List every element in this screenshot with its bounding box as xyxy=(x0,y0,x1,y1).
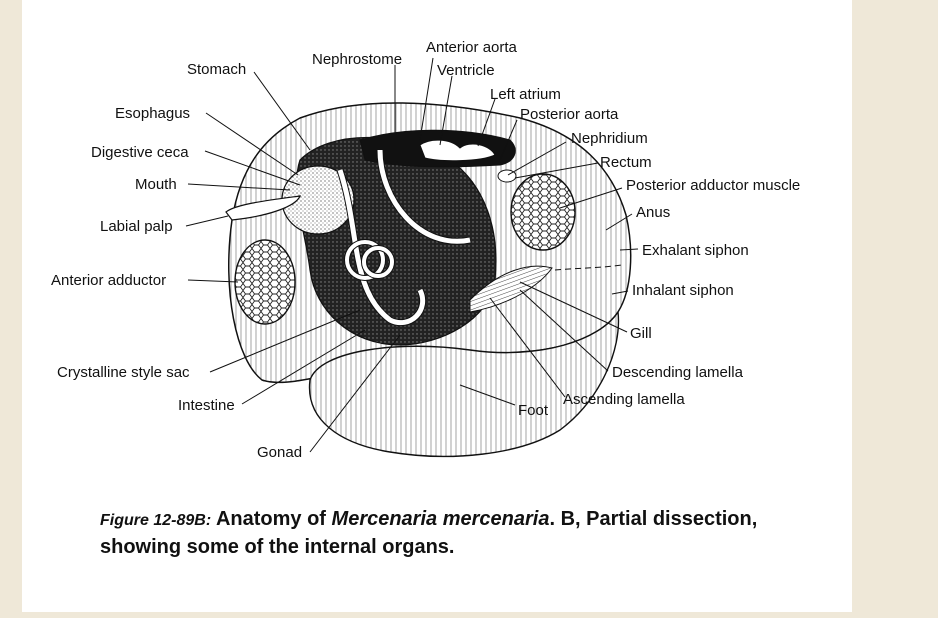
caption-text-after: . B, Partial dissection, showing some of… xyxy=(100,508,758,558)
label-labial-palp: Labial palp xyxy=(100,218,173,235)
label-nephridium: Nephridium xyxy=(571,130,648,147)
label-anterior-aorta: Anterior aorta xyxy=(426,39,518,56)
label-exhalant-siphon: Exhalant siphon xyxy=(642,242,749,259)
siphon-divider xyxy=(554,264,623,271)
label-mouth: Mouth xyxy=(135,176,177,193)
leader-lines xyxy=(185,57,639,453)
label-left-atrium: Left atrium xyxy=(490,86,561,103)
label-anterior-adductor: Anterior adductor xyxy=(51,272,166,289)
heart-shape xyxy=(419,139,496,162)
label-crystalline-style-sac: Crystalline style sac xyxy=(57,364,190,381)
label-foot: Foot xyxy=(518,402,549,419)
label-gill: Gill xyxy=(630,325,652,342)
label-ventricle: Ventricle xyxy=(437,62,495,79)
caption-prefix: Figure 12-89B: xyxy=(100,512,212,529)
label-rectum: Rectum xyxy=(600,154,652,171)
posterior-adductor-shape xyxy=(510,173,576,251)
label-posterior-adductor-muscle: Posterior adductor muscle xyxy=(626,177,800,194)
label-stomach: Stomach xyxy=(187,61,246,78)
label-posterior-aorta: Posterior aorta xyxy=(520,106,619,123)
caption-text-before: Anatomy of xyxy=(215,508,326,530)
foot-shape xyxy=(308,309,620,458)
label-descending-lamella: Descending lamella xyxy=(612,364,744,381)
label-anus: Anus xyxy=(636,204,670,221)
caption-species: Mercenaria mercenaria xyxy=(331,508,550,530)
label-digestive-ceca: Digestive ceca xyxy=(91,144,189,161)
labial-palp-shape xyxy=(225,195,301,221)
label-intestine: Intestine xyxy=(178,397,235,414)
label-esophagus: Esophagus xyxy=(115,105,190,122)
figure-caption: Figure 12-89B: Anatomy of Mercenaria mer… xyxy=(100,506,820,561)
label-inhalant-siphon: Inhalant siphon xyxy=(632,282,734,299)
clam-anatomy-diagram: Stomach Nephrostome Anterior aorta Ventr… xyxy=(51,39,800,461)
label-gonad: Gonad xyxy=(257,444,302,461)
intestine-loops xyxy=(336,149,471,327)
gill-shape xyxy=(469,265,553,313)
label-ascending-lamella: Ascending lamella xyxy=(563,391,685,408)
anterior-adductor-shape xyxy=(234,239,296,325)
label-nephrostome: Nephrostome xyxy=(312,51,402,68)
